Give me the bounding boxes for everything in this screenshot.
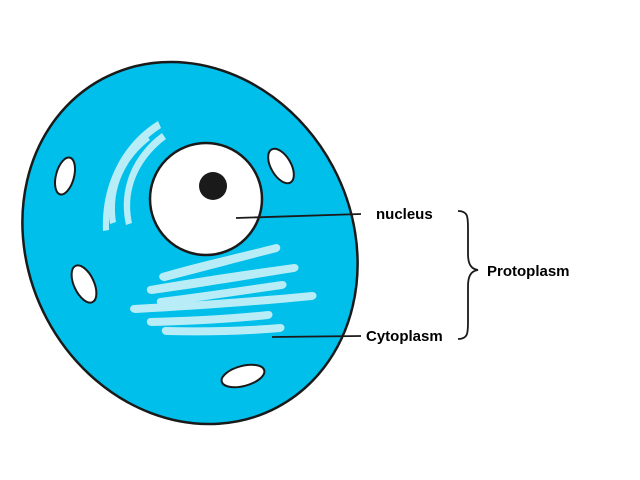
vacuole (267, 147, 295, 185)
cytoplasm-pointer-line (271, 335, 362, 338)
golgi-apparatus (130, 244, 317, 336)
golgi-cisterna (159, 244, 281, 281)
vacuole (70, 264, 98, 304)
golgi-cisterna (146, 311, 273, 326)
vacuoles (54, 147, 295, 389)
er-membrane (123, 133, 166, 225)
nucleus-pointer-line (235, 213, 362, 219)
golgi-cisterna (130, 292, 317, 313)
golgi-cisterna (161, 324, 285, 336)
protoplasm-brace (457, 210, 479, 340)
golgi-cisterna (156, 281, 287, 306)
er-membrane (108, 134, 150, 224)
nucleus-label: nucleus (376, 206, 433, 223)
golgi-cisterna (146, 264, 299, 294)
vacuole (220, 363, 266, 389)
nucleolus (199, 172, 227, 200)
vacuole (54, 156, 76, 196)
endoplasmic-reticulum (102, 121, 166, 231)
nucleus (148, 141, 264, 257)
protoplasm-label: Protoplasm (487, 263, 570, 280)
cytoplasm-label: Cytoplasm (366, 328, 443, 345)
